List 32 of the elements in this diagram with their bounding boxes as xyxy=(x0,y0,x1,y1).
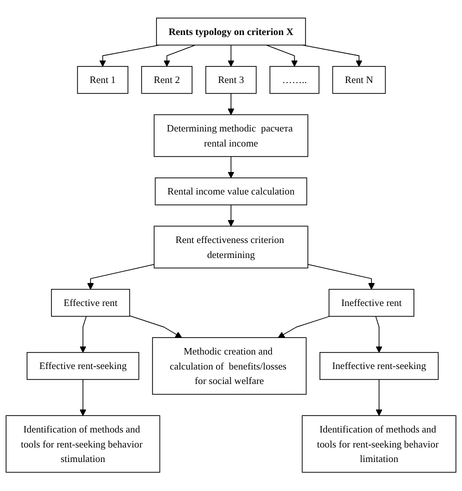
node-box: Rent N xyxy=(332,66,386,94)
node-box: Methodic creation and calculation of benefits/losses for social welfare xyxy=(152,338,307,395)
node-box: Effective rent xyxy=(51,289,130,318)
arrow xyxy=(80,316,87,354)
node-box: Rent 2 xyxy=(141,66,192,94)
node-box: Rent 3 xyxy=(205,66,257,94)
arrow xyxy=(228,204,234,227)
arrow xyxy=(80,379,86,416)
node-box: Identification of methods and tools for rent-seeking behavior limitation xyxy=(302,416,456,473)
arrow xyxy=(376,379,382,416)
arrow xyxy=(99,45,160,68)
node-box: Rent 1 xyxy=(77,66,128,94)
arrow xyxy=(307,264,375,290)
arrow xyxy=(375,316,382,354)
arrow xyxy=(302,45,362,68)
node-box: Ineffective rent-seeking xyxy=(320,352,439,380)
arrow xyxy=(164,45,196,68)
node-box: Identification of methods and tools for rent-seeking behavior stimulation xyxy=(6,416,160,473)
node-box: Rental income value calculation xyxy=(154,178,308,206)
arrow xyxy=(228,93,234,116)
node-box: Ineffective rent xyxy=(328,289,414,318)
arrow xyxy=(129,316,182,338)
arrow xyxy=(266,45,298,68)
node-box: Rents typology on criterion X xyxy=(156,18,306,46)
arrow xyxy=(228,45,234,68)
node-box: Determining methodic расчета rental income xyxy=(154,114,308,158)
node-box: Rent effectiveness criterion determining xyxy=(154,226,308,269)
arrow xyxy=(87,264,155,290)
node-box: …….. xyxy=(270,66,320,94)
node-box: Effective rent-seeking xyxy=(26,352,140,380)
arrow xyxy=(278,316,330,338)
arrow xyxy=(228,156,234,178)
